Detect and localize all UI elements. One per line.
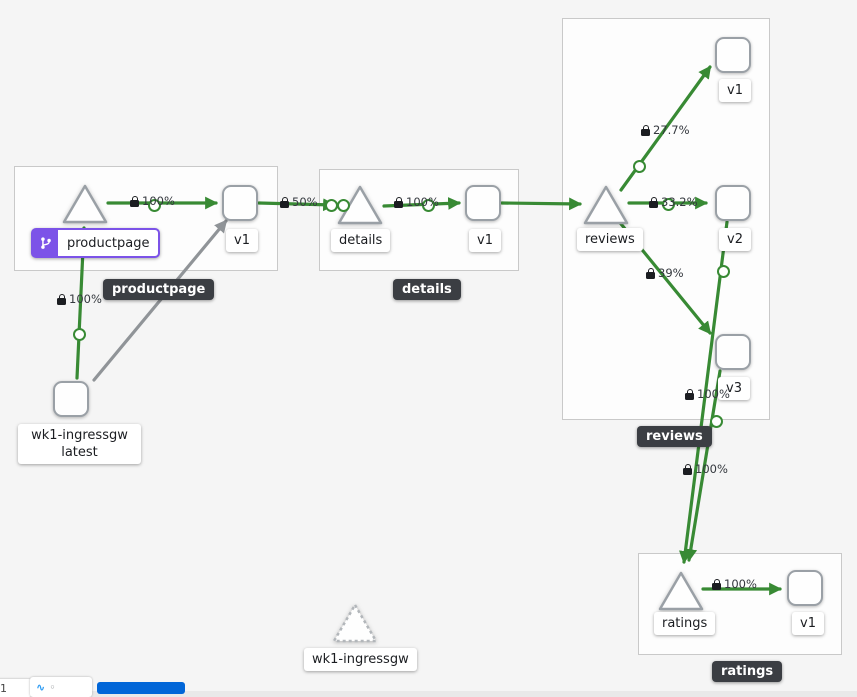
mtls-lock-icon [280, 196, 289, 208]
mtls-lock-icon [57, 293, 66, 305]
traffic-percentage: 100% [695, 462, 728, 476]
count-label: 1 [0, 681, 7, 695]
service-ratings[interactable] [656, 569, 706, 617]
code-branch-icon [33, 230, 58, 256]
traffic-percentage: 100% [69, 292, 102, 306]
edge-midpoint-marker [633, 160, 646, 173]
service-reviews[interactable] [581, 183, 631, 231]
traffic-v1-details: 50% [280, 195, 318, 209]
traffic-details-v1: 100% [394, 195, 439, 209]
mtls-lock-icon [712, 578, 721, 590]
traffic-percentage: 100% [406, 195, 439, 209]
mtls-lock-icon [641, 124, 650, 136]
workload-reviews-v2[interactable] [715, 185, 751, 221]
edge-midpoint-marker [710, 415, 723, 428]
traffic-ingressgw-productpage: 100% [57, 292, 102, 306]
mtls-lock-icon [130, 195, 139, 207]
traffic-percentage: 100% [142, 194, 175, 208]
app-badge-productpage: productpage [103, 279, 215, 300]
workload-productpage-v1[interactable] [222, 185, 258, 221]
workload-reviews-v3[interactable] [715, 334, 751, 370]
mtls-lock-icon [394, 196, 403, 208]
traffic-reviews-v2: 33.2% [649, 195, 698, 209]
label-wk1-ingressgw[interactable]: wk1-ingressgw [304, 648, 417, 671]
label-reviews[interactable]: reviews [577, 228, 643, 251]
legend-button[interactable] [97, 682, 185, 694]
label-line: wk1-ingressgw [31, 428, 128, 443]
node-circle-icon: ◦ [49, 680, 56, 694]
node-label-productpage-vs[interactable]: productpage [31, 228, 161, 258]
traffic-reviews-v1: 27.7% [641, 123, 690, 137]
traffic-productpage-v1: 100% [130, 194, 175, 208]
toolbar-chip-count[interactable]: 1 [0, 679, 32, 697]
traffic-v3-ratings: 100% [683, 462, 728, 476]
workload-details-v1[interactable] [465, 185, 501, 221]
edge-midpoint-marker [337, 199, 350, 212]
edge-reviews-v3-to-ratings[interactable] [684, 369, 722, 562]
label-ratings[interactable]: ratings [654, 612, 716, 635]
edge-reviews-v2-to-ratings[interactable] [679, 220, 729, 564]
mtls-lock-icon [649, 196, 658, 208]
label-wk1-ingressgw-latest[interactable]: wk1-ingressgw latest [18, 424, 141, 464]
label-ratings-v1[interactable]: v1 [792, 612, 824, 635]
edge-midpoint-marker [422, 199, 435, 212]
traffic-v2-ratings: 100% [685, 387, 730, 401]
edge-midpoint-marker [148, 199, 161, 212]
workload-reviews-v1[interactable] [715, 37, 751, 73]
traffic-reviews-v3: 39% [646, 266, 684, 280]
edge-midpoint-marker [662, 198, 675, 211]
edge-productpage-v1-to-reviews[interactable] [500, 197, 582, 211]
node-label-text: productpage [67, 235, 150, 251]
app-badge-reviews: reviews [637, 426, 712, 447]
service-wk1-ingressgw[interactable] [330, 601, 380, 649]
traffic-ratings-v1: 100% [712, 577, 757, 591]
traffic-percentage: 100% [697, 387, 730, 401]
traffic-percentage: 50% [292, 195, 318, 209]
edge-midpoint-marker [73, 328, 86, 341]
label-line: latest [61, 445, 98, 460]
label-reviews-v3[interactable]: v3 [718, 377, 750, 400]
label-details[interactable]: details [331, 229, 391, 252]
traffic-wave-icon: ∿ [36, 680, 46, 694]
label-reviews-v1[interactable]: v1 [719, 79, 751, 102]
label-reviews-v2[interactable]: v2 [719, 228, 751, 251]
edge-ingressgw-to-productpage-v1[interactable] [92, 219, 228, 382]
traffic-percentage: 27.7% [653, 123, 690, 137]
traffic-percentage: 100% [724, 577, 757, 591]
traffic-percentage: 33.2% [661, 195, 698, 209]
mtls-lock-icon [685, 388, 694, 400]
mtls-lock-icon [646, 267, 655, 279]
label-details-v1[interactable]: v1 [469, 229, 501, 252]
service-productpage[interactable] [60, 182, 110, 230]
mtls-lock-icon [683, 463, 692, 475]
app-badge-details: details [393, 279, 461, 300]
traffic-percentage: 39% [658, 266, 684, 280]
edge-midpoint-marker [717, 265, 730, 278]
edge-productpage-v1-to-details[interactable] [257, 198, 336, 212]
app-badge-ratings: ratings [712, 661, 783, 682]
workload-ratings-v1[interactable] [787, 570, 823, 606]
toolbar-chip-traffic[interactable]: ∿ ◦ [30, 677, 92, 697]
label-productpage-v1[interactable]: v1 [226, 229, 258, 252]
workload-wk1-ingressgw[interactable] [53, 381, 89, 417]
